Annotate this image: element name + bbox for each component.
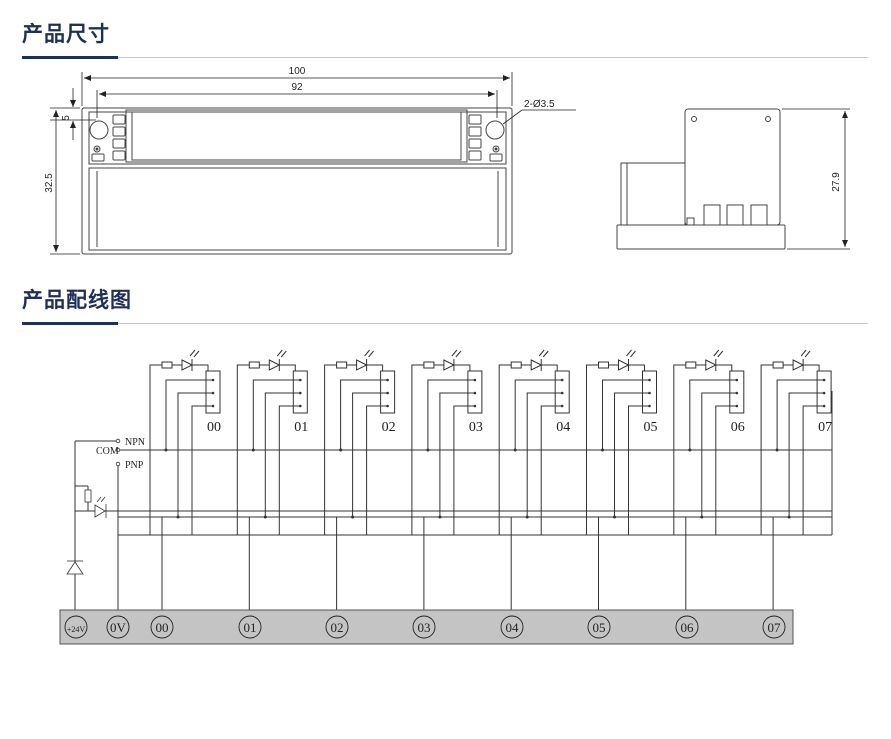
side-back-plate: [684, 108, 781, 226]
terminal-label: +24V: [67, 625, 86, 634]
power-resistor: [84, 489, 92, 503]
terminal-01: 01: [238, 615, 262, 639]
channel-label-06: 06: [731, 420, 745, 435]
channel-resistor: [685, 361, 697, 369]
terminal-06: 06: [675, 615, 699, 639]
channel-led-icon: [618, 359, 630, 371]
channel-label-07: 07: [818, 420, 832, 435]
mode-label-pnp: PNP: [125, 460, 144, 471]
channel-unit-04: 04: [498, 349, 570, 611]
mode-label-com: COM: [96, 446, 119, 457]
channel-led-icon: [792, 359, 805, 371]
side-view: [616, 108, 786, 250]
terminal-label: 03: [418, 620, 431, 635]
display-window-inner: [131, 111, 462, 161]
channel-unit-00: 00: [149, 349, 221, 611]
side-dimensions: [782, 108, 850, 250]
dim-hole-label: 2-Ø3.5: [524, 99, 555, 110]
display-window-outer: [125, 109, 468, 163]
terminal-circle: [412, 615, 436, 639]
wiring-title-rule: [22, 323, 868, 324]
channel-resistor: [510, 361, 522, 369]
terminal-circle: [500, 615, 524, 639]
mode-label-npn: NPN: [125, 437, 145, 448]
terminal-label: 06: [681, 620, 695, 635]
front-lower-panel: [88, 167, 507, 251]
terminal-07: 07: [762, 615, 786, 639]
channel-resistor: [161, 361, 173, 369]
right-mount-hole: [485, 120, 505, 140]
terminal-circle: [238, 615, 262, 639]
channel-label-04: 04: [556, 420, 570, 435]
terminal-circle: [762, 615, 786, 639]
dim-front-height: 32.5: [44, 173, 55, 193]
channel-label-00: 00: [207, 420, 221, 435]
terminal-circle: [587, 615, 611, 639]
channel-resistor: [248, 361, 260, 369]
dim-top-offset: 5: [61, 115, 72, 121]
terminal-label: 04: [506, 620, 520, 635]
channel-resistor: [598, 361, 609, 369]
terminal-05: 05: [587, 615, 611, 639]
left-mount-hole: [89, 120, 109, 140]
channel-led-icon: [268, 359, 281, 371]
terminal-label: 00: [156, 620, 169, 635]
power-led-icon: [94, 496, 107, 518]
terminal-circle: [325, 615, 349, 639]
terminal-02: 02: [325, 615, 349, 639]
channel-resistor: [423, 361, 435, 369]
side-base: [616, 224, 786, 250]
front-view: [81, 107, 513, 255]
channel-led-icon: [356, 359, 368, 371]
terminal-circle: [150, 615, 174, 639]
terminal-04: 04: [500, 615, 524, 639]
dimensions-title-rule: [22, 57, 868, 58]
dim-total-width: 100: [289, 66, 306, 77]
channel-unit-06: 06: [673, 349, 745, 611]
terminal-+24V: +24V: [64, 615, 88, 639]
terminal-00: 00: [150, 615, 174, 639]
channel-unit-07: 07: [760, 349, 832, 611]
terminal-group: +24V 0V 00 01 02 03 04 05 06 07: [64, 615, 786, 639]
terminal-circle: [675, 615, 699, 639]
terminal-label: 0V: [110, 620, 127, 635]
channel-led-icon: [705, 359, 717, 371]
channel-led-icon: [530, 359, 543, 371]
channel-resistor: [336, 361, 348, 369]
front-upper-panel: [88, 111, 507, 165]
terminal-label: 02: [331, 620, 344, 635]
channel-unit-03: 03: [411, 349, 483, 611]
channel-led-icon: [181, 359, 194, 371]
dimensions-section-title: 产品尺寸: [22, 22, 110, 46]
dim-inner-width: 92: [291, 82, 303, 93]
dim-side-height: 27.9: [831, 172, 842, 192]
front-outline: [81, 107, 513, 255]
channel-label-01: 01: [294, 420, 308, 435]
terminal-circle: [106, 615, 130, 639]
wiring-title-accent: [22, 322, 118, 325]
terminal-circle: [64, 615, 88, 639]
channel-group: 00 01 02 03 04 05 06 07: [149, 349, 832, 611]
front-dimensions: [50, 72, 576, 255]
side-housing: [620, 162, 686, 226]
channel-resistor: [772, 361, 784, 369]
channel-unit-01: 01: [236, 349, 308, 611]
channel-unit-05: 05: [586, 349, 658, 611]
wiring-section-title: 产品配线图: [22, 288, 132, 312]
channel-led-icon: [443, 359, 456, 371]
terminal-label: 01: [244, 620, 257, 635]
terminal-label: 07: [768, 620, 782, 635]
channel-unit-02: 02: [324, 349, 396, 611]
protection-diode-icon: [66, 560, 84, 575]
channel-label-03: 03: [469, 420, 483, 435]
terminal-0V: 0V: [106, 615, 130, 639]
terminal-label: 05: [593, 620, 606, 635]
channel-label-05: 05: [644, 420, 658, 435]
terminal-03: 03: [412, 615, 436, 639]
channel-label-02: 02: [382, 420, 396, 435]
dimensions-title-accent: [22, 56, 118, 59]
